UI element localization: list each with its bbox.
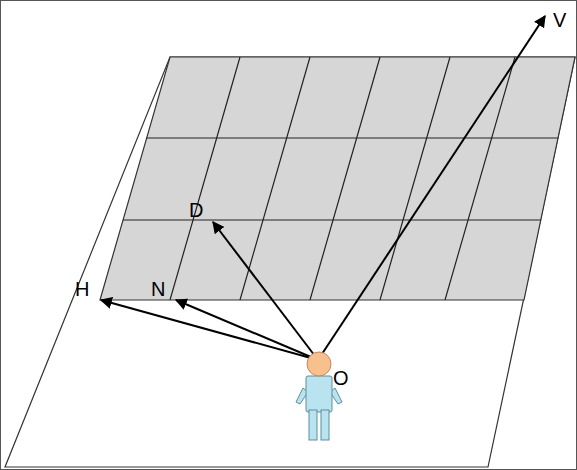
vectors bbox=[101, 16, 545, 360]
point-label: V bbox=[553, 10, 566, 30]
point-label: H bbox=[75, 279, 89, 299]
person-figure bbox=[296, 352, 342, 440]
point-label: N bbox=[151, 279, 165, 299]
grid-region bbox=[100, 57, 575, 300]
floor-plane bbox=[5, 57, 575, 467]
point-label: O bbox=[333, 368, 349, 388]
point-label: D bbox=[189, 200, 203, 220]
